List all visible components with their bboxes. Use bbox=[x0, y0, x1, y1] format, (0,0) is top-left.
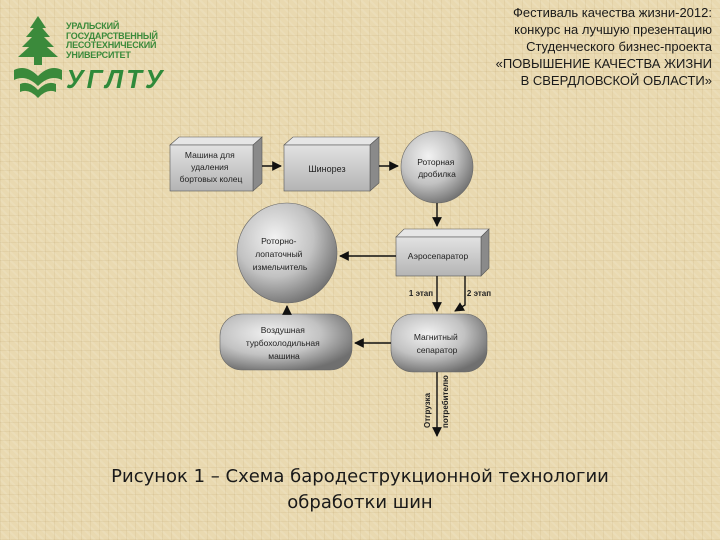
node-label-line: Роторная bbox=[417, 157, 455, 167]
node-label-line: лопаточный bbox=[255, 249, 302, 259]
node-label-line: Воздушная bbox=[261, 325, 305, 335]
stage-1-label: 1 этап bbox=[409, 289, 433, 298]
node-label-line: удаления bbox=[191, 162, 229, 172]
header-line: В СВЕРДЛОВСКОЙ ОБЛАСТИ» bbox=[520, 73, 712, 88]
caption-line: обработки шин bbox=[287, 492, 433, 513]
header-line: Студенческого бизнес-проекта bbox=[526, 39, 712, 54]
node-aeroseparator: Аэросепаратор bbox=[395, 228, 490, 277]
arrow-aeroseparator-to-magnetic-stage2 bbox=[454, 276, 466, 312]
node-label-line: машина bbox=[268, 351, 300, 361]
node-label-line: сепаратор bbox=[417, 345, 458, 355]
node-turbo-cooling-machine: Воздушная турбохолодильная машина bbox=[219, 313, 353, 371]
node-label-line: турбохолодильная bbox=[246, 338, 320, 348]
shipment-label-line: потребителю bbox=[441, 375, 450, 428]
svg-text:Шинорез: Шинорез bbox=[308, 164, 345, 174]
node-label-line: Магнитный bbox=[414, 332, 458, 342]
svg-text:Машина для удаления: Машина для удаления бортовых колец bbox=[180, 150, 243, 184]
node-bead-removal-machine: Машина для удаления бортовых колец bbox=[169, 136, 263, 192]
stage-2-label: 2 этап bbox=[467, 289, 491, 298]
header-line: Фестиваль качества жизни-2012: bbox=[513, 5, 712, 20]
festival-header: Фестиваль качества жизни-2012: конкурс н… bbox=[412, 4, 712, 89]
svg-text:Магнитный сепаратор: Магнитный сепаратор bbox=[414, 332, 460, 355]
node-rotary-crusher: Роторная дробилка bbox=[400, 130, 474, 204]
header-line: конкурс на лучшую презентацию bbox=[514, 22, 712, 37]
figure-caption: Рисунок 1 – Схема бародеструкционной тех… bbox=[0, 464, 720, 516]
node-magnetic-separator: Магнитный сепаратор bbox=[390, 313, 488, 373]
tree-emblem-icon bbox=[14, 16, 62, 98]
university-brand: УГЛТУ bbox=[66, 64, 166, 94]
university-logo: Уральский государственный лесотехнически… bbox=[12, 14, 182, 106]
university-name-line: Уральский bbox=[66, 21, 120, 31]
shipment-label-line: Отгрузка bbox=[423, 392, 432, 428]
node-label-line: Аэросепаратор bbox=[408, 251, 469, 261]
shipment-label: Отгрузка потребителю bbox=[423, 375, 450, 428]
node-rotor-grinder: Роторно- лопаточный измельчитель bbox=[236, 202, 338, 304]
university-name: Уральский государственный лесотехнически… bbox=[66, 21, 186, 60]
svg-text:Воздушная турбохолодильн: Воздушная турбохолодильная машина bbox=[246, 325, 322, 361]
node-label-line: Машина для bbox=[185, 150, 235, 160]
svg-text:Отгрузка потребителю: Отгрузка потребителю bbox=[423, 375, 450, 428]
node-label-line: Роторно- bbox=[261, 236, 297, 246]
svg-text:Роторная дробилка: Роторная дробилка bbox=[417, 157, 457, 179]
university-name-line: университет bbox=[66, 49, 131, 60]
node-label-line: измельчитель bbox=[253, 262, 308, 272]
svg-text:Аэросепаратор: Аэросепаратор bbox=[408, 251, 469, 261]
node-label-line: Шинорез bbox=[308, 164, 345, 174]
header-line: «ПОВЫШЕНИЕ КАЧЕСТВА ЖИЗНИ bbox=[495, 56, 712, 71]
university-name-line: государственный bbox=[66, 30, 158, 41]
svg-text:Роторно- лопаточный: Роторно- лопаточный измельчитель bbox=[253, 236, 308, 272]
node-shredder: Шинорез bbox=[283, 136, 380, 192]
node-label-line: бортовых колец bbox=[180, 174, 243, 184]
caption-line: Рисунок 1 – Схема бародеструкционной тех… bbox=[111, 466, 609, 487]
university-name-line: лесотехнический bbox=[66, 40, 157, 50]
node-label-line: дробилка bbox=[418, 169, 456, 179]
